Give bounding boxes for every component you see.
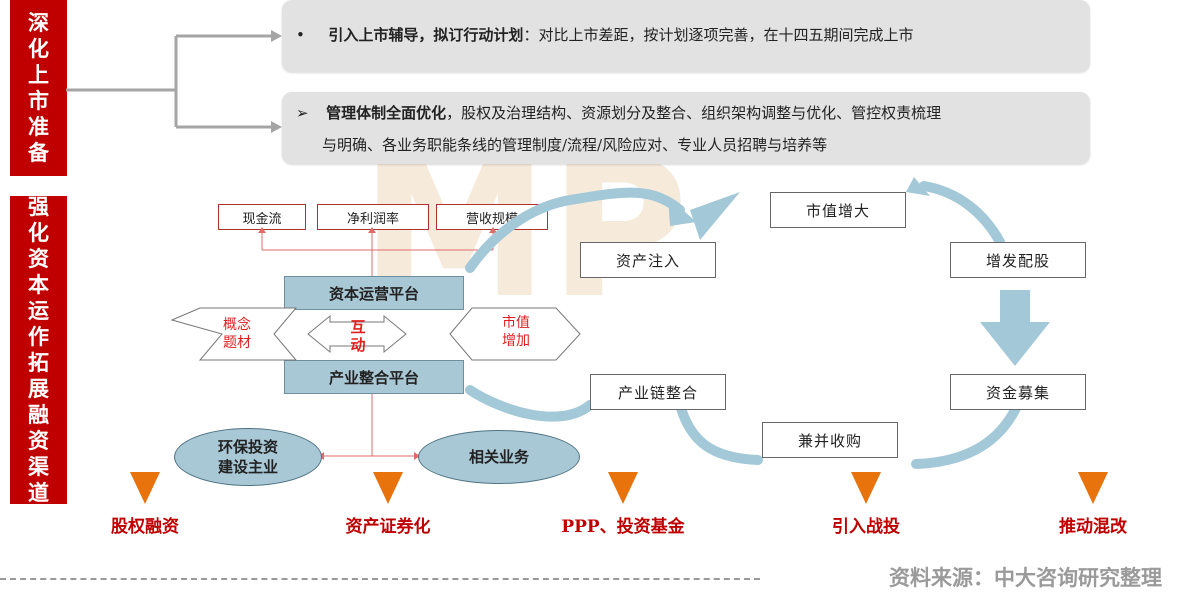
panel-1-text: ：对比上市差距，按计划逐项完善，在十四五期间完成上市: [523, 26, 914, 44]
bracket-connector: [66, 30, 282, 133]
side-char: 运: [28, 298, 49, 323]
panel-1-bold: 引入上市辅导，拟订行动计划: [328, 26, 524, 44]
side-char: 道: [28, 480, 49, 505]
triangle-5-icon: [1078, 472, 1108, 504]
bottom-label-strategic-investors: 引入战投: [832, 517, 900, 537]
side-char: 资: [28, 246, 49, 271]
label-concept: 概念 题材: [223, 317, 251, 351]
panel-listing-guidance: • 引入上市辅导，拟订行动计划：对比上市差距，按计划逐项完善，在十四五期间完成上…: [282, 0, 1090, 72]
ellipse-related-business: 相关业务: [418, 430, 580, 484]
box-market-cap-growth: 市值增大: [770, 192, 906, 228]
metric-cash-flow: 现金流: [218, 204, 306, 230]
capital-operation-platform: 资本运营平台: [284, 276, 464, 310]
side-char: 市: [28, 88, 49, 113]
side-char: 准: [28, 114, 49, 139]
panel-2-bold: 管理体制全面优化: [326, 104, 447, 122]
box-mna: 兼并收购: [762, 422, 898, 458]
side-char: 化: [28, 36, 49, 61]
panel-management-optimization: ➢ 管理体制全面优化，股权及治理结构、资源划分及整合、组织架构调整与优化、管控权…: [282, 92, 1090, 164]
bottom-label-ppp-fund: PPP、投资基金: [561, 517, 685, 537]
triangle-4-icon: [851, 472, 881, 504]
triangle-3-icon: [608, 472, 638, 504]
box-chain-integration: 产业链整合: [590, 374, 726, 410]
side-char: 展: [28, 376, 49, 401]
label-market-value: 市值 增加: [502, 315, 530, 349]
ellipse-env-investment: 环保投资 建设主业: [174, 428, 322, 486]
bottom-label-mixed-reform: 推动混改: [1059, 517, 1127, 537]
label-interaction: 互 动: [350, 318, 366, 354]
bullet-arrow: ➢: [296, 104, 309, 122]
triangle-1-icon: [130, 472, 160, 504]
side-label-capital-ops: 强化资本运作拓展融资渠道: [10, 194, 67, 505]
footer-dashed-divider: [0, 578, 760, 580]
side-char: 备: [28, 140, 49, 165]
industry-integration-platform: 产业整合平台: [284, 360, 464, 394]
box-fundraising: 资金募集: [950, 374, 1086, 410]
side-char: 上: [28, 62, 49, 87]
panel-2-line2: 与明确、各业务职能条线的管理制度/流程/风险应对、专业人员招聘与培养等: [322, 136, 828, 154]
side-char: 深: [28, 10, 49, 35]
triangle-2-icon: [373, 472, 403, 504]
side-char: 融: [28, 402, 49, 427]
bottom-label-securitization: 资产证券化: [345, 517, 431, 537]
side-char: 本: [28, 272, 49, 297]
side-char: 拓: [28, 350, 49, 375]
side-char: 资: [28, 428, 49, 453]
bullet-dot: •: [296, 26, 305, 44]
side-label-listing-prep: 深化上市准备: [10, 0, 67, 176]
side-char: 强: [28, 194, 49, 219]
source-note: 资料来源：中大咨询研究整理: [889, 566, 1162, 590]
side-char: 渠: [28, 454, 49, 479]
box-asset-injection: 资产注入: [580, 242, 716, 278]
box-share-issuance: 增发配股: [950, 242, 1086, 278]
bottom-label-equity-financing: 股权融资: [111, 517, 179, 537]
side-char: 作: [28, 324, 49, 349]
side-char: 化: [28, 220, 49, 245]
panel-2-line1: ，股权及治理结构、资源划分及整合、组织架构调整与优化、管控权责梳理: [446, 104, 942, 122]
